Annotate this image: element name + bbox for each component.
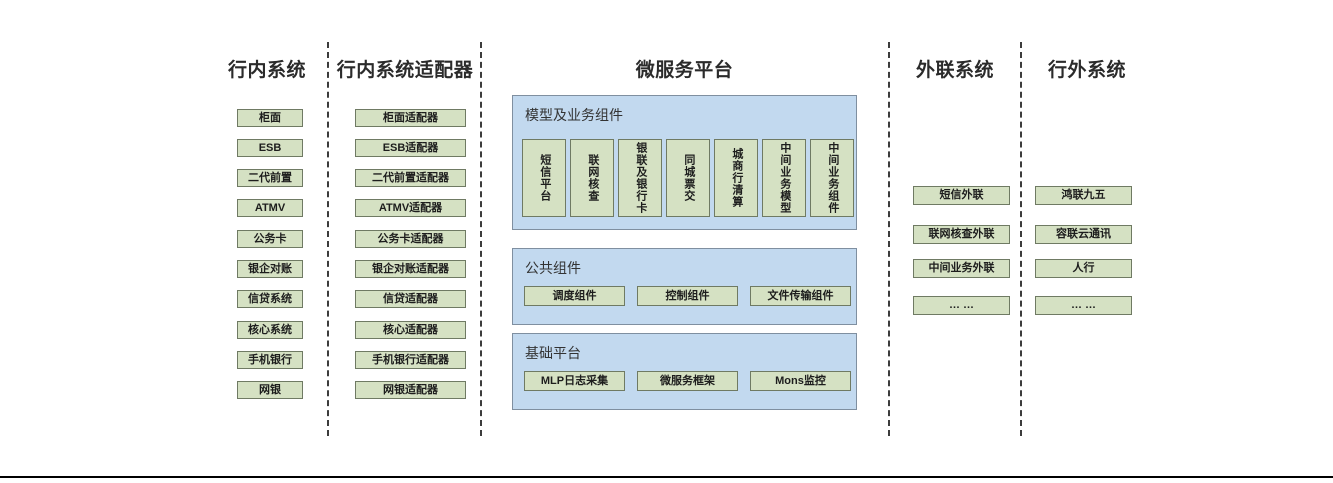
node-internal-0[interactable]: 柜面 xyxy=(237,109,303,127)
column-title-microservice-platform: 微服务平台 xyxy=(635,60,734,81)
node-adapter-4[interactable]: 公务卡适配器 xyxy=(355,230,466,248)
node-external-link-2[interactable]: 中间业务外联 xyxy=(913,259,1010,278)
node-internal-4[interactable]: 公务卡 xyxy=(237,230,303,248)
panel-title-public-components: 公共组件 xyxy=(525,260,581,276)
column-separator-1 xyxy=(327,42,329,436)
panel-title-model-business-components: 模型及业务组件 xyxy=(525,107,623,123)
node-external-link-3[interactable]: … … xyxy=(913,296,1010,315)
node-model-2[interactable]: 银联及银行卡 xyxy=(618,139,662,217)
node-internal-2[interactable]: 二代前置 xyxy=(237,169,303,187)
node-model-4[interactable]: 城商行清算 xyxy=(714,139,758,217)
node-model-5[interactable]: 中间业务模型 xyxy=(762,139,806,217)
column-title-internal-adapters: 行内系统适配器 xyxy=(336,60,474,81)
node-internal-8[interactable]: 手机银行 xyxy=(237,351,303,369)
node-adapter-8[interactable]: 手机银行适配器 xyxy=(355,351,466,369)
node-adapter-7[interactable]: 核心适配器 xyxy=(355,321,466,339)
node-adapter-0[interactable]: 柜面适配器 xyxy=(355,109,466,127)
node-model-1[interactable]: 联网核查 xyxy=(570,139,614,217)
node-model-6[interactable]: 中间业务组件 xyxy=(810,139,854,217)
node-outside-3[interactable]: … … xyxy=(1035,296,1132,315)
column-separator-2 xyxy=(480,42,482,436)
node-internal-7[interactable]: 核心系统 xyxy=(237,321,303,339)
node-base-1[interactable]: 微服务框架 xyxy=(637,371,738,391)
node-adapter-5[interactable]: 银企对账适配器 xyxy=(355,260,466,278)
node-external-link-0[interactable]: 短信外联 xyxy=(913,186,1010,205)
panel-title-base-platform: 基础平台 xyxy=(525,345,581,361)
node-outside-1[interactable]: 容联云通讯 xyxy=(1035,225,1132,244)
node-model-3[interactable]: 同城票交 xyxy=(666,139,710,217)
node-outside-0[interactable]: 鸿联九五 xyxy=(1035,186,1132,205)
node-outside-2[interactable]: 人行 xyxy=(1035,259,1132,278)
column-separator-3 xyxy=(888,42,890,436)
node-adapter-2[interactable]: 二代前置适配器 xyxy=(355,169,466,187)
node-external-link-1[interactable]: 联网核查外联 xyxy=(913,225,1010,244)
column-title-outside-systems: 行外系统 xyxy=(1047,60,1126,81)
node-adapter-9[interactable]: 网银适配器 xyxy=(355,381,466,399)
node-base-2[interactable]: Mons监控 xyxy=(750,371,851,391)
node-adapter-6[interactable]: 信贷适配器 xyxy=(355,290,466,308)
node-internal-1[interactable]: ESB xyxy=(237,139,303,157)
node-public-0[interactable]: 调度组件 xyxy=(524,286,625,306)
column-separator-4 xyxy=(1020,42,1022,436)
node-adapter-1[interactable]: ESB适配器 xyxy=(355,139,466,157)
column-title-external-link-systems: 外联系统 xyxy=(915,60,994,81)
node-model-0[interactable]: 短信平台 xyxy=(522,139,566,217)
footer-divider xyxy=(0,476,1333,478)
node-internal-6[interactable]: 信贷系统 xyxy=(237,290,303,308)
node-internal-5[interactable]: 银企对账 xyxy=(237,260,303,278)
node-public-1[interactable]: 控制组件 xyxy=(637,286,738,306)
column-title-internal-systems: 行内系统 xyxy=(227,60,306,81)
node-internal-3[interactable]: ATMV xyxy=(237,199,303,217)
node-base-0[interactable]: MLP日志采集 xyxy=(524,371,625,391)
node-public-2[interactable]: 文件传输组件 xyxy=(750,286,851,306)
node-adapter-3[interactable]: ATMV适配器 xyxy=(355,199,466,217)
node-internal-9[interactable]: 网银 xyxy=(237,381,303,399)
